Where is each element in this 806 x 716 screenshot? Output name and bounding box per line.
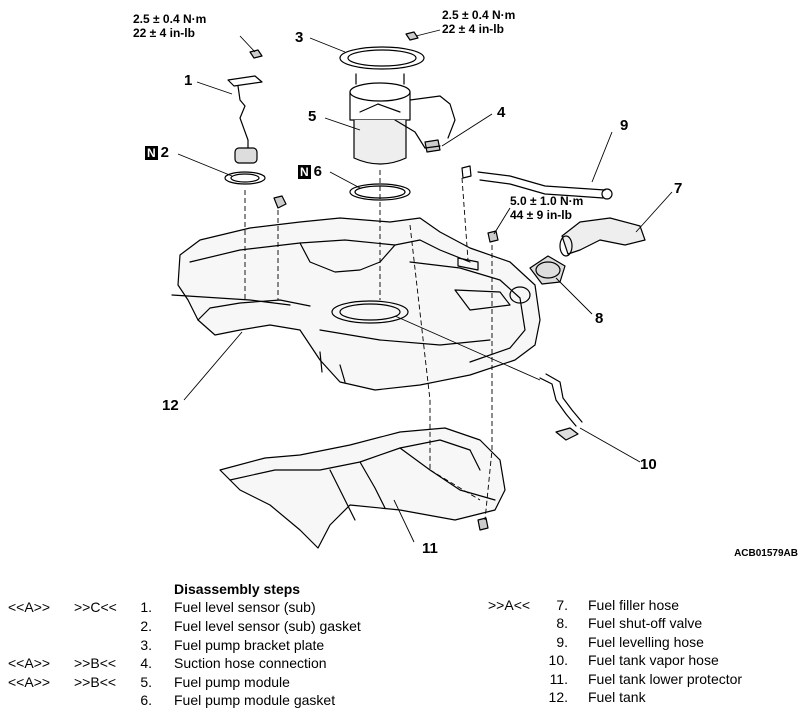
step-number: 1. <box>140 599 152 615</box>
fuel-filler-hose <box>559 217 646 257</box>
fuel-level-sensor-gasket <box>224 171 266 185</box>
callout-3: 3 <box>295 29 304 46</box>
torque-inlb: 22 ± 4 in-lb <box>442 22 504 36</box>
step-number: 11. <box>549 671 568 687</box>
fuel-tank-lower-protector <box>219 427 506 549</box>
step-name: Fuel tank <box>588 689 646 705</box>
callout-9: 9 <box>620 117 629 134</box>
callout-8: 8 <box>595 310 604 327</box>
step-number: 12. <box>548 689 568 705</box>
step-number: 2. <box>140 618 152 634</box>
step-number: 8. <box>556 615 568 631</box>
callout-4: 4 <box>497 104 506 121</box>
step-name: Fuel level sensor (sub) <box>174 599 316 615</box>
torque-inlb: 22 ± 4 in-lb <box>133 26 195 40</box>
step-name: Fuel levelling hose <box>588 634 704 650</box>
fuel-levelling-hose <box>477 171 613 200</box>
fuel-shut-off-valve <box>529 255 566 285</box>
step-ref-removal: <<A>> <box>8 599 51 615</box>
fuel-level-sensor <box>227 75 263 164</box>
step-number: 9. <box>556 634 568 650</box>
disassembly-steps: Disassembly steps <<A>> >>C<< 1. Fuel le… <box>0 580 806 716</box>
step-number: 3. <box>140 637 152 653</box>
step-name: Fuel pump module gasket <box>174 692 336 708</box>
callout-2-num: 2 <box>160 144 170 161</box>
torque-nm: 5.0 ± 1.0 N·m <box>510 194 584 208</box>
step-name: Fuel filler hose <box>588 597 680 613</box>
suction-hose-connection <box>424 145 441 149</box>
step-name: Fuel tank vapor hose <box>588 652 719 668</box>
callout-11: 11 <box>422 540 438 557</box>
step-name: Suction hose connection <box>174 655 327 671</box>
torque-spec-bracket: 2.5 ± 0.4 N·m 22 ± 4 in-lb <box>442 8 515 36</box>
fuel-pump-module <box>349 73 456 165</box>
torque-nm: 2.5 ± 0.4 N·m <box>442 8 516 22</box>
step-ref-removal: <<A>> <box>8 655 51 671</box>
torque-inlb: 44 ± 9 in-lb <box>510 208 572 222</box>
step-name: Fuel tank lower protector <box>588 671 743 687</box>
torque-nm: 2.5 ± 0.4 N·m <box>133 12 207 26</box>
fuel-tank-vapor-hose <box>539 373 583 441</box>
step-number: 7. <box>556 597 568 613</box>
step-number: 4. <box>140 655 152 671</box>
callout-5: 5 <box>308 108 317 125</box>
step-number: 5. <box>140 674 152 690</box>
n-mark-icon: N <box>145 146 158 160</box>
step-ref-install: >>C<< <box>74 599 117 615</box>
step-name: Fuel pump module <box>174 674 290 690</box>
callout-10: 10 <box>640 456 657 473</box>
callout-1: 1 <box>184 72 193 89</box>
callout-6-num: 6 <box>313 163 323 180</box>
step-name: Fuel pump bracket plate <box>174 637 325 653</box>
torque-spec-sensor: 2.5 ± 0.4 N·m 22 ± 4 in-lb <box>133 12 206 40</box>
step-ref-install: >>A<< <box>488 597 531 613</box>
step-ref-install: >>B<< <box>74 674 117 690</box>
step-name: Fuel shut-off valve <box>588 615 703 631</box>
callout-7: 7 <box>674 180 683 197</box>
step-name: Fuel level sensor (sub) gasket <box>174 618 361 634</box>
fuel-tank <box>171 217 541 391</box>
callout-12: 12 <box>162 397 179 414</box>
step-number: 6. <box>140 692 152 708</box>
torque-spec-filler: 5.0 ± 1.0 N·m 44 ± 9 in-lb <box>510 194 583 222</box>
n-mark-icon: N <box>298 165 311 179</box>
figure-id: ACB01579AB <box>734 548 798 559</box>
step-number: 10. <box>548 652 568 668</box>
steps-title: Disassembly steps <box>174 581 301 597</box>
step-ref-install: >>B<< <box>74 655 117 671</box>
step-ref-removal: <<A>> <box>8 674 51 690</box>
fuel-pump-bracket-plate <box>339 46 425 70</box>
